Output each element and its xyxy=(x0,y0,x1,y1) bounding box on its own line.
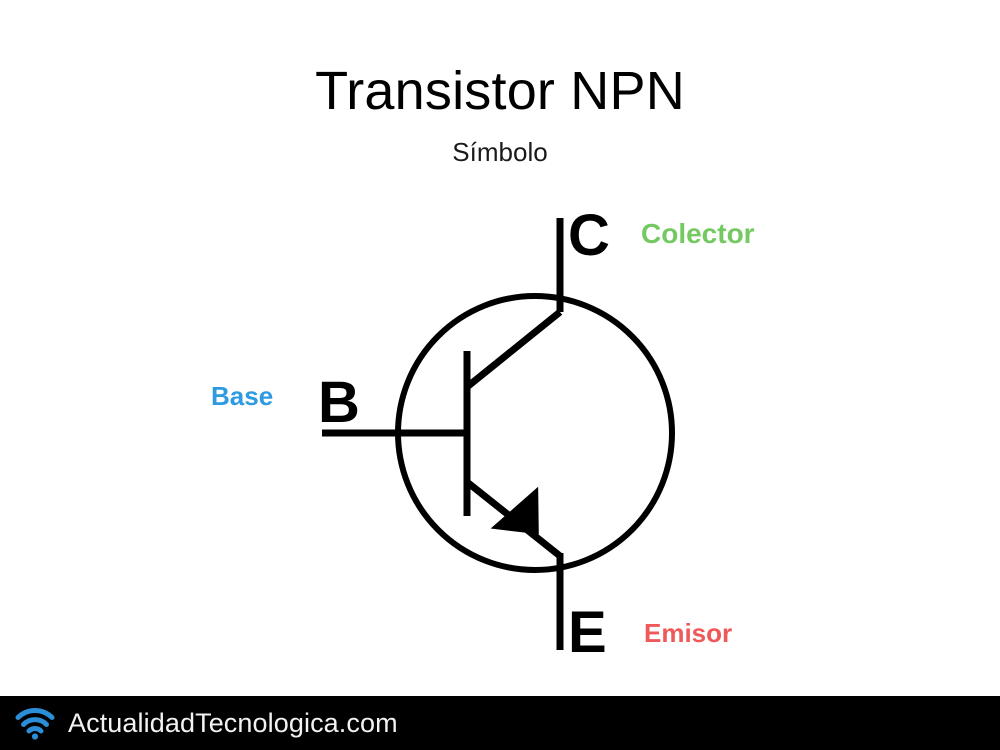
emitter-terminal-label: Emisor xyxy=(644,618,733,648)
collector-terminal-letter: C xyxy=(568,203,610,268)
footer-site-name: ActualidadTecnologica.com xyxy=(68,707,398,738)
base-terminal-letter: B xyxy=(318,370,360,435)
wifi-icon xyxy=(15,707,55,740)
emitter-terminal-letter: E xyxy=(568,600,607,665)
footer-bar: ActualidadTecnologica.com xyxy=(0,696,1000,750)
page-subtitle: Símbolo xyxy=(452,137,548,167)
emitter-arrowhead xyxy=(490,486,539,535)
collector-diagonal-line xyxy=(464,309,563,390)
page-title: Transistor NPN xyxy=(315,61,685,121)
collector-terminal-label: Colector xyxy=(641,218,755,249)
base-terminal-label: Base xyxy=(211,381,274,411)
